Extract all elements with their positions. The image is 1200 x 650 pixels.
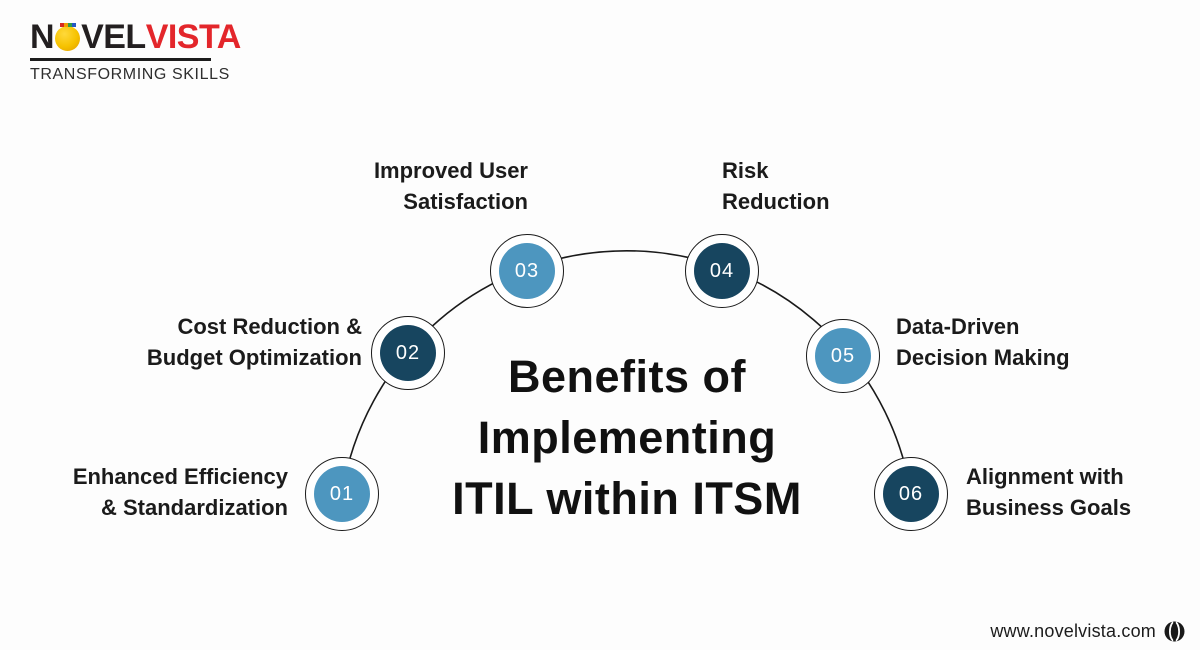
title-line: Benefits of: [507, 351, 746, 402]
benefit-node-06: 06: [874, 457, 948, 531]
label-line: Alignment with: [966, 464, 1124, 489]
wordmark-vel: VEL: [81, 18, 146, 56]
logo-divider: [30, 58, 211, 61]
globe-icon: [1164, 621, 1185, 642]
benefit-label-04: Risk Reduction: [722, 155, 830, 217]
label-line: Satisfaction: [403, 189, 528, 214]
label-line: Budget Optimization: [146, 345, 362, 370]
label-line: Risk: [722, 158, 769, 183]
label-line: Improved User: [373, 158, 528, 183]
website-link[interactable]: www.novelvista.com: [990, 621, 1156, 641]
benefit-label-03: Improved User Satisfaction: [374, 155, 528, 217]
benefit-number: 06: [883, 466, 939, 522]
benefit-label-02: Cost Reduction & Budget Optimization: [147, 311, 362, 373]
label-line: Decision Making: [896, 345, 1070, 370]
benefit-number: 05: [815, 328, 871, 384]
label-line: Reduction: [722, 189, 830, 214]
benefit-node-04: 04: [685, 234, 759, 308]
title-line: Implementing: [477, 412, 777, 463]
title-line: ITIL within ITSM: [452, 473, 802, 524]
benefit-number: 03: [499, 243, 555, 299]
benefit-label-05: Data-Driven Decision Making: [896, 311, 1070, 373]
footer: www.novelvista.com: [990, 621, 1185, 642]
main-title: Benefits of Implementing ITIL within ITS…: [366, 346, 888, 529]
label-line: Enhanced Efficiency: [72, 464, 288, 489]
benefit-node-05: 05: [806, 319, 880, 393]
benefit-label-06: Alignment with Business Goals: [966, 461, 1131, 523]
logo-bulb-icon: [55, 22, 81, 51]
label-line: & Standardization: [100, 495, 288, 520]
benefit-number: 02: [380, 325, 436, 381]
benefit-node-02: 02: [371, 316, 445, 390]
label-line: Cost Reduction &: [177, 314, 362, 339]
benefit-number: 04: [694, 243, 750, 299]
brand-tagline: TRANSFORMING SKILLS: [30, 65, 230, 83]
benefit-label-01: Enhanced Efficiency & Standardization: [73, 461, 288, 523]
benefit-node-01: 01: [305, 457, 379, 531]
label-line: Business Goals: [966, 495, 1132, 520]
wordmark-vista: VISTA: [145, 18, 242, 56]
benefit-node-03: 03: [490, 234, 564, 308]
benefit-number: 01: [314, 466, 370, 522]
wordmark-n: N: [30, 18, 55, 56]
label-line: Data-Driven: [896, 314, 1020, 339]
